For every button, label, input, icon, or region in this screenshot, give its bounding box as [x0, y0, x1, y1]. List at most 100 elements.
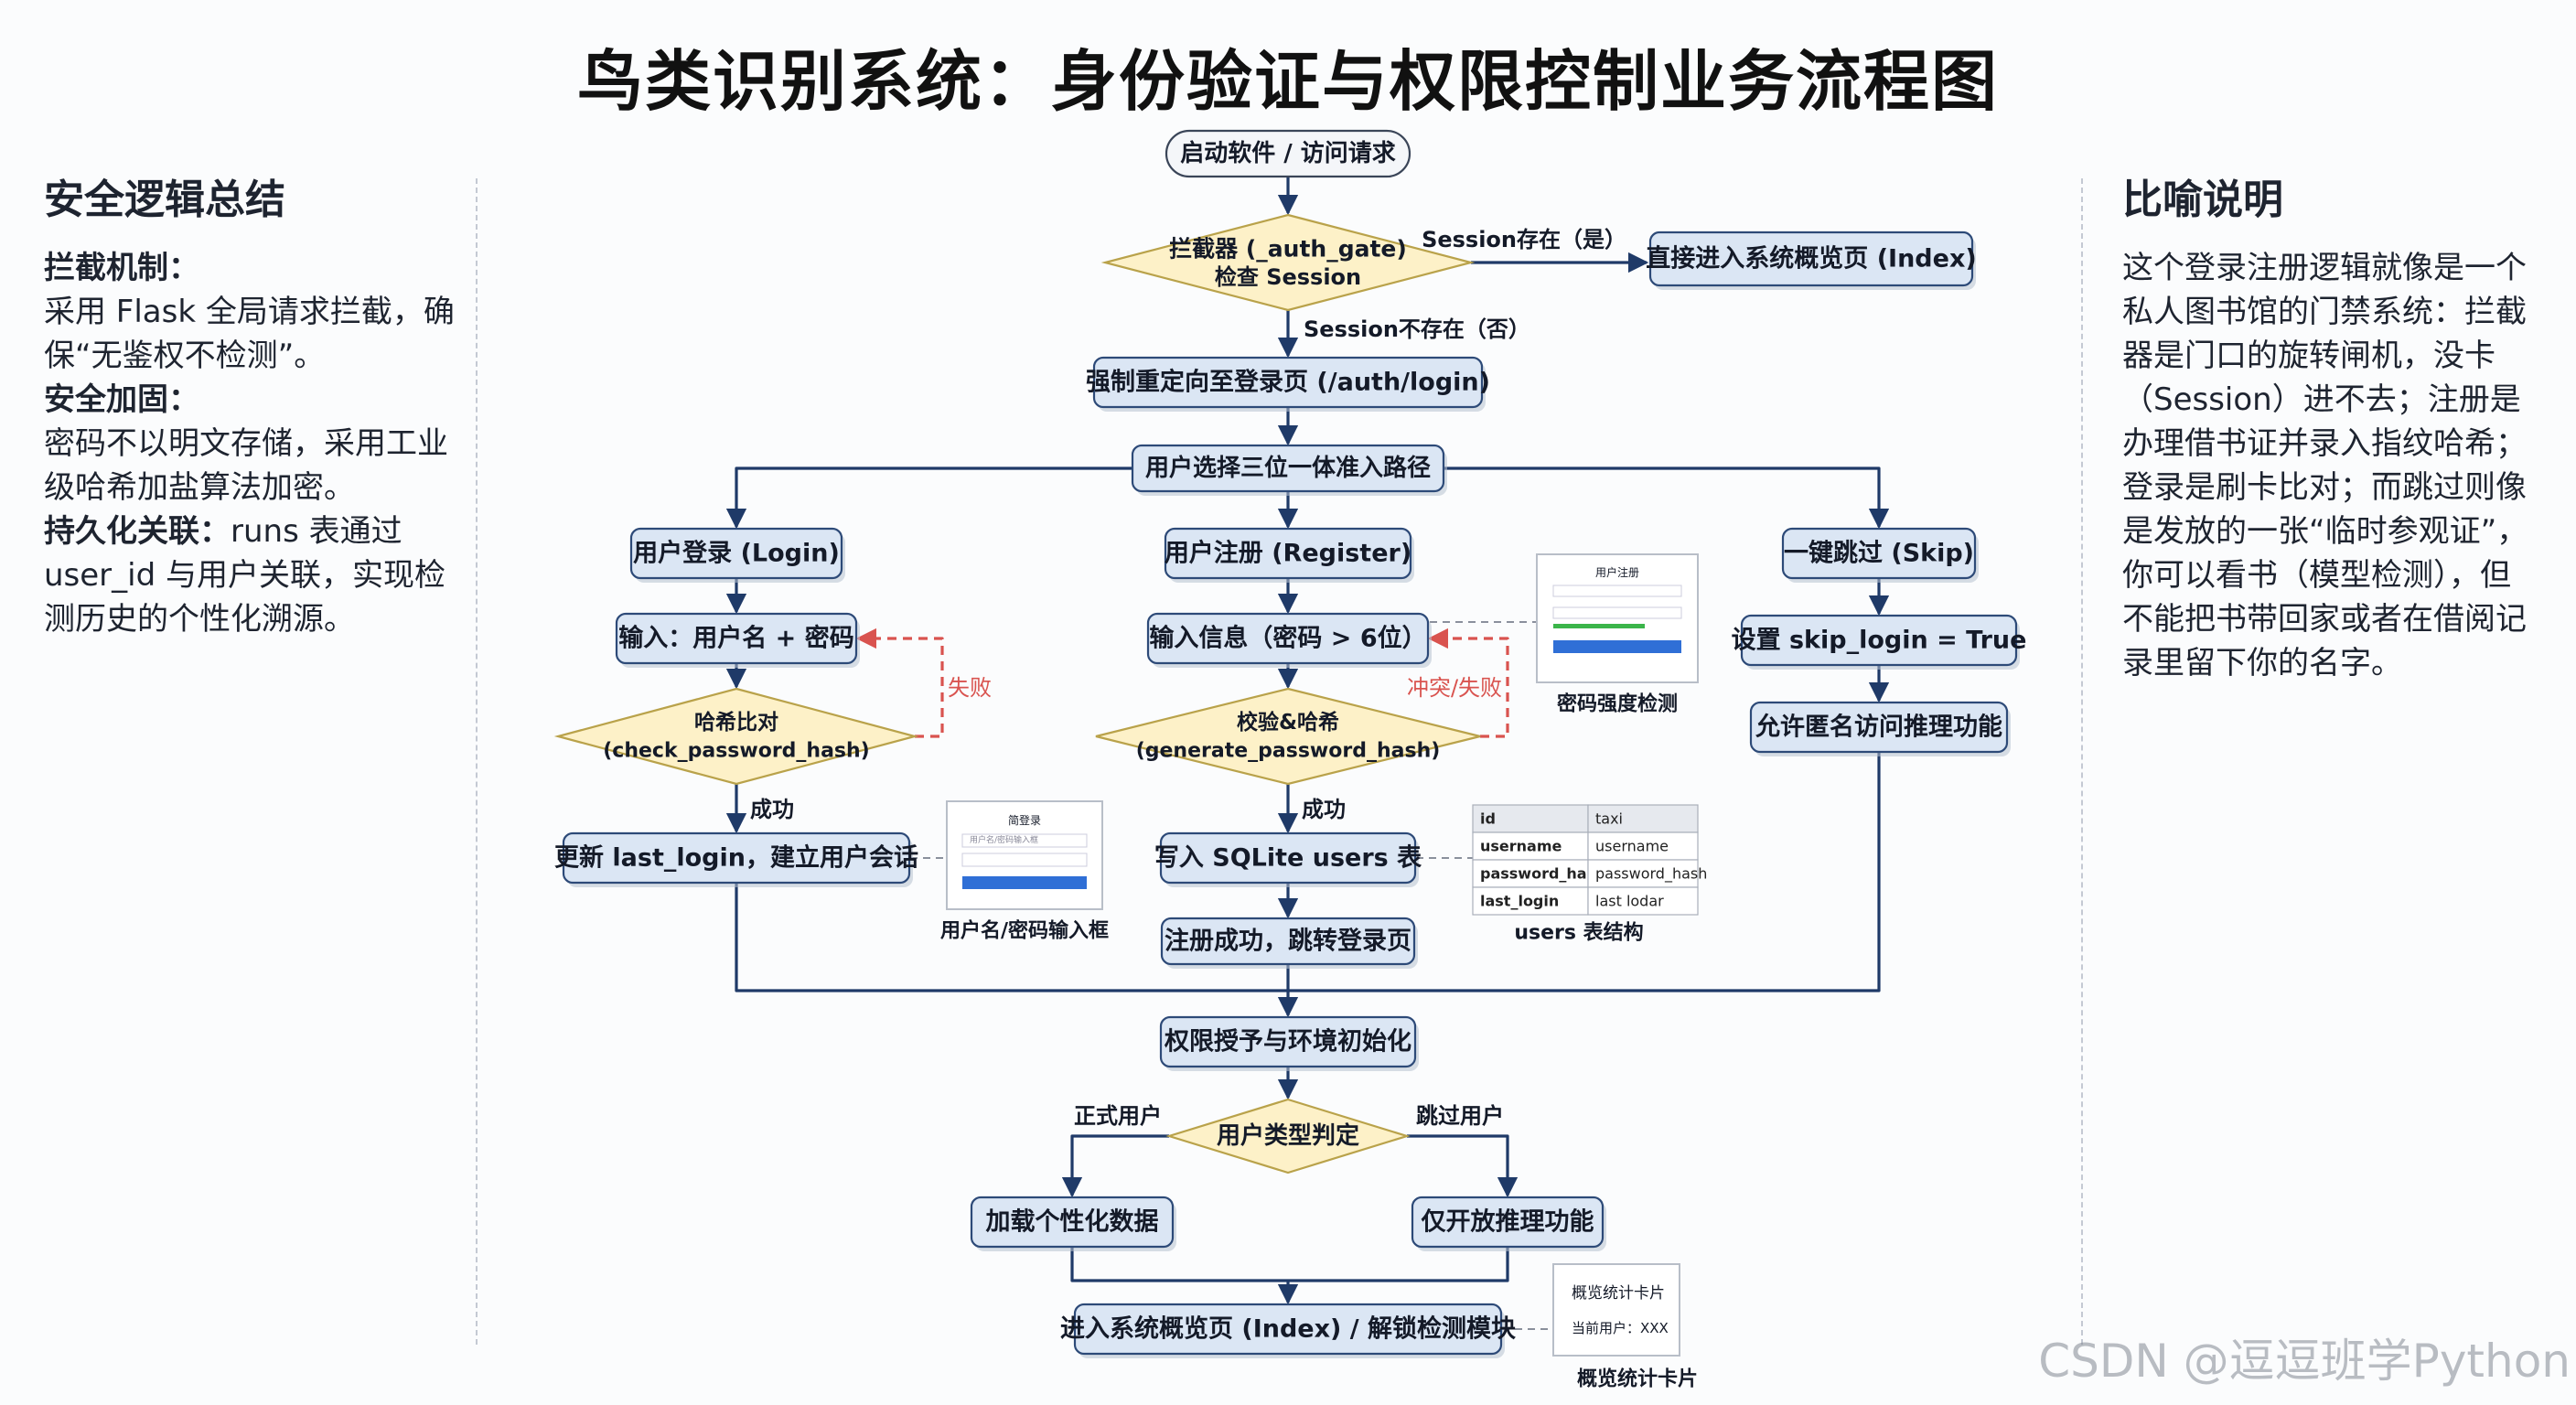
- node-anon-access-label: 允许匿名访问推理功能: [1755, 713, 2002, 742]
- left-panel: 安全逻辑总结 拦截机制：采用 Flask 全局请求拦截，确保“无鉴权不检测”。 …: [44, 178, 456, 641]
- users-table-cell: last_login: [1480, 893, 1559, 910]
- node-register-success-label: 注册成功，跳转登录页: [1165, 927, 1411, 956]
- label-session-no: Session不存在（否）: [1304, 316, 1530, 342]
- left-item-3-label: 持久化关联：: [44, 513, 231, 550]
- node-auth-gate-line1: 拦截器 (_auth_gate): [1169, 236, 1407, 263]
- node-register-success: 注册成功，跳转登录页: [1160, 917, 1418, 969]
- thumb-users-caption: users 表结构: [1514, 921, 1643, 945]
- left-divider: [476, 178, 478, 1345]
- node-write-sqlite-label: 写入 SQLite users 表: [1154, 844, 1422, 873]
- left-item-3-text: runs 表通过 user_id 与用户关联，实现检测历史的个性化溯源。: [44, 513, 445, 638]
- node-input-register: 输入信息（密码 > 6位）: [1146, 612, 1432, 668]
- node-personal-data-label: 加载个性化数据: [986, 1208, 1159, 1237]
- node-choose-path-label: 用户选择三位一体准入路径: [1145, 454, 1431, 482]
- node-input-login-label: 输入：用户名 + 密码: [618, 624, 853, 653]
- node-skip: 一键跳过 (Skip): [1781, 527, 1979, 583]
- users-table-cell: username: [1595, 838, 1669, 855]
- right-panel-heading: 比喻说明: [2122, 177, 2283, 223]
- node-anon-access: 允许匿名访问推理功能: [1749, 701, 2011, 756]
- node-personal-data: 加载个性化数据: [970, 1196, 1176, 1251]
- node-infer-only: 仅开放推理功能: [1411, 1196, 1606, 1251]
- thumb-stats-caption: 概览统计卡片: [1577, 1367, 1698, 1391]
- node-set-skip: 设置 skip_login = True: [1732, 614, 2027, 670]
- edge-type-infer: [1407, 1134, 1519, 1198]
- node-gen-hash: 校验&哈希 (generate_password_hash): [1095, 687, 1481, 786]
- left-item-1-label: 拦截机制：: [44, 250, 199, 286]
- right-panel-text: 这个登录注册逻辑就像是一个私人图书馆的门禁系统：拦截器是门口的旋转闸机，没卡（S…: [2122, 250, 2528, 681]
- thumb-stats-user: 当前用户：XXX: [1572, 1320, 1669, 1336]
- edge-update-merge: [735, 883, 1288, 992]
- node-skip-label: 一键跳过 (Skip): [1784, 539, 1974, 568]
- node-auth-gate-line2: 检查 Session: [1215, 264, 1361, 290]
- left-item-2-text: 密码不以明文存储，采用工业级哈希加盐算法加密。: [44, 425, 448, 506]
- left-item-2: 安全加固： 密码不以明文存储，采用工业级哈希加盐算法加密。: [44, 378, 456, 509]
- thumb-pwd-caption: 密码强度检测: [1557, 692, 1678, 716]
- thumb-password-strength: 用户注册: [1536, 553, 1699, 683]
- node-update-session-label: 更新 last_login，建立用户会话: [554, 843, 918, 873]
- label-formal-user: 正式用户: [1074, 1103, 1162, 1129]
- node-redirect-login-label: 强制重定向至登录页 (/auth/login): [1086, 368, 1490, 397]
- node-redirect-login: 强制重定向至登录页 (/auth/login): [1086, 356, 1490, 412]
- edge-choose-skip: [1444, 467, 1890, 530]
- node-start-label: 启动软件 / 访问请求: [1180, 139, 1396, 167]
- edge-gen-fail: [1427, 627, 1509, 738]
- watermark: CSDN @逗逗班学Python: [2038, 1335, 2571, 1388]
- edge-personal-merge: [1070, 1247, 1288, 1282]
- node-write-sqlite: 写入 SQLite users 表: [1154, 831, 1422, 887]
- node-check-hash-line1: 哈希比对: [694, 710, 778, 735]
- label-login-success: 成功: [750, 797, 794, 822]
- label-register-fail: 冲突/失败: [1407, 675, 1502, 701]
- thumb-login-placeholder: 用户名/密码输入框: [970, 834, 1038, 845]
- node-user-type-label: 用户类型判定: [1217, 1121, 1359, 1150]
- node-update-session: 更新 last_login，建立用户会话: [554, 831, 918, 887]
- edge-labels: Session存在（是）Session不存在（否）失败冲突/失败成功成功正式用户…: [750, 227, 1626, 1129]
- node-direct-index: 直接进入系统概览页 (Index): [1646, 231, 1977, 290]
- users-table-cell: last lodar: [1595, 893, 1664, 910]
- node-enter-index: 进入系统概览页 (Index) / 解锁检测模块: [1060, 1303, 1517, 1358]
- label-register-success: 成功: [1302, 797, 1346, 822]
- node-login: 用户登录 (Login): [629, 527, 845, 583]
- node-set-skip-label: 设置 skip_login = True: [1732, 627, 2027, 655]
- left-item-1: 拦截机制：采用 Flask 全局请求拦截，确保“无鉴权不检测”。: [44, 246, 456, 378]
- node-check-hash-line2: (check_password_hash): [603, 740, 870, 763]
- users-table-cell: taxi: [1595, 810, 1623, 828]
- edge-check-fail: [855, 627, 944, 738]
- node-user-type: 用户类型判定: [1165, 1098, 1411, 1174]
- node-login-label: 用户登录 (Login): [633, 539, 840, 568]
- node-direct-index-label: 直接进入系统概览页 (Index): [1646, 244, 1976, 273]
- label-session-yes: Session存在（是）: [1422, 227, 1626, 252]
- users-table-cell: password_hash: [1480, 865, 1606, 883]
- left-panel-heading: 安全逻辑总结: [44, 177, 285, 223]
- page-title: 鸟类识别系统：身份验证与权限控制业务流程图: [576, 43, 1999, 120]
- edges: [725, 177, 1890, 1330]
- node-enter-index-label: 进入系统概览页 (Index) / 解锁检测模块: [1060, 1314, 1517, 1344]
- node-check-hash: 哈希比对 (check_password_hash): [553, 687, 919, 786]
- node-grant-label: 权限授予与环境初始化: [1164, 1027, 1411, 1056]
- node-start: 启动软件 / 访问请求: [1165, 129, 1411, 178]
- node-gen-hash-line1: 校验&哈希: [1237, 710, 1339, 735]
- users-table-cell: password_hash: [1595, 865, 1707, 884]
- users-table-cell: username: [1480, 838, 1562, 855]
- node-register: 用户注册 (Register): [1165, 527, 1414, 583]
- left-item-3: 持久化关联：runs 表通过 user_id 与用户关联，实现检测历史的个性化溯…: [44, 509, 456, 641]
- label-skip-user: 跳过用户: [1416, 1103, 1504, 1129]
- edge-anon-merge: [1288, 752, 1881, 992]
- thumb-login-caption: 用户名/密码输入框: [940, 919, 1109, 943]
- thumb-login-title: 简登录: [1008, 813, 1041, 827]
- edge-infer-merge: [1288, 1247, 1509, 1282]
- node-gen-hash-line2: (generate_password_hash): [1136, 740, 1441, 763]
- node-input-register-label: 输入信息（密码 > 6位）: [1149, 624, 1426, 653]
- right-divider: [2081, 178, 2083, 1345]
- users-table-cell: id: [1480, 810, 1496, 828]
- left-item-2-label: 安全加固：: [44, 381, 199, 418]
- node-input-login: 输入：用户名 + 密码: [615, 612, 860, 668]
- edge-type-personal: [1061, 1134, 1169, 1198]
- node-choose-path: 用户选择三位一体准入路径: [1131, 444, 1447, 496]
- edge-choose-login: [725, 467, 1132, 530]
- node-grant: 权限授予与环境初始化: [1159, 1015, 1419, 1071]
- thumb-stats-title: 概览统计卡片: [1572, 1284, 1665, 1303]
